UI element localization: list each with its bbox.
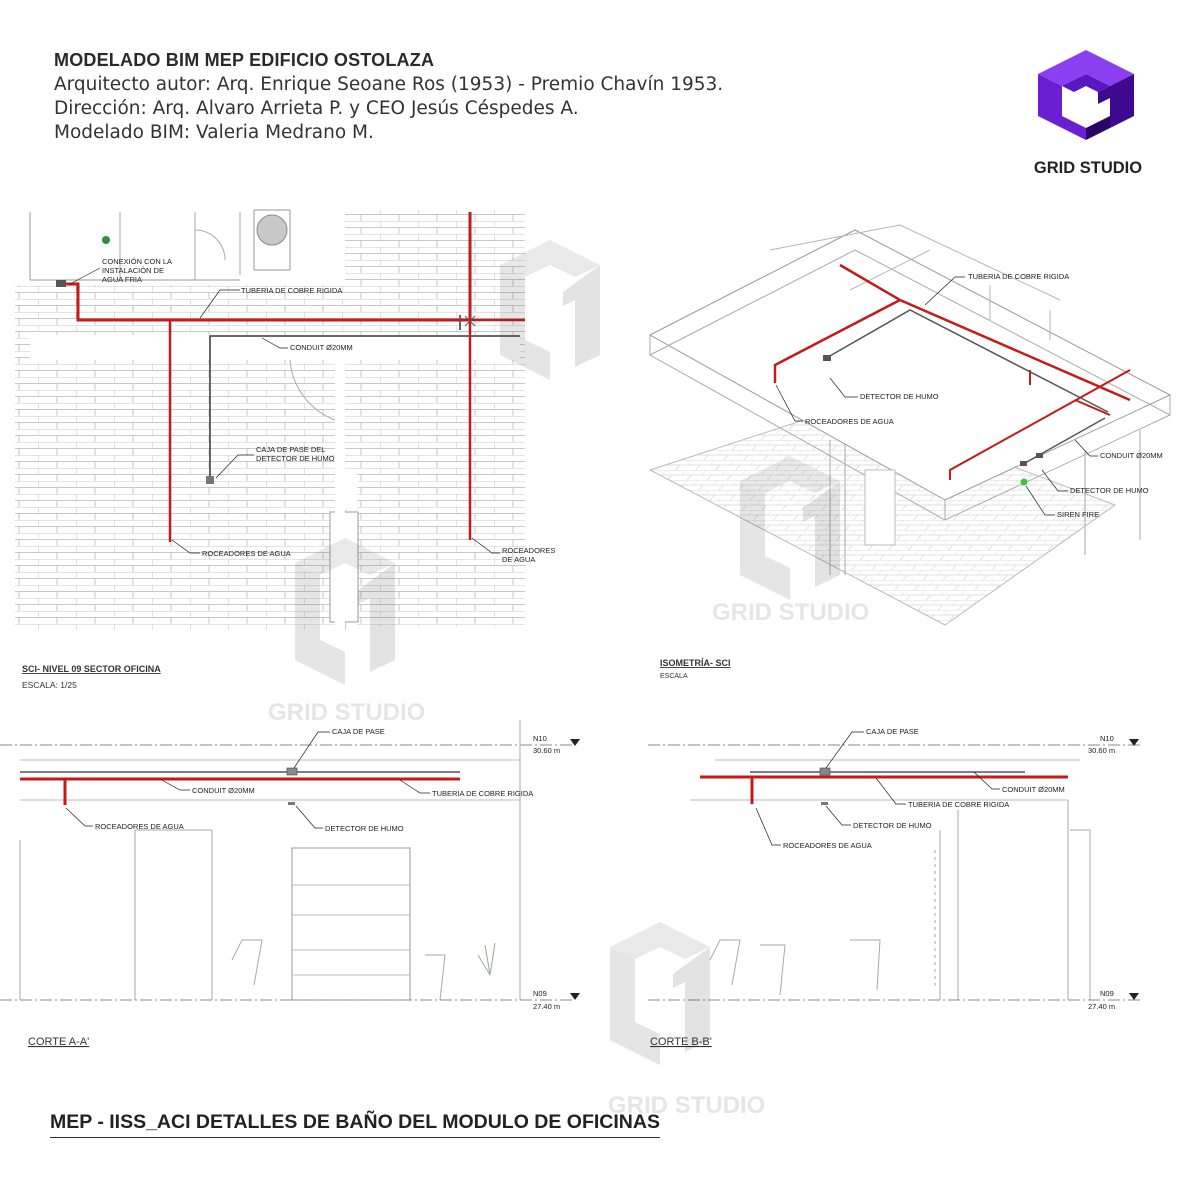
direction-line: Dirección: Arq. Alvaro Arrieta P. y CEO …	[54, 98, 579, 119]
secA-label-pipe: TUBERIA DE COBRE RIGIDA	[432, 789, 533, 798]
iso-scale: ESCALA	[660, 673, 688, 680]
secB-level-bottom-name: N09	[1100, 989, 1114, 998]
iso-label-conduit: CONDUIT Ø20MM	[1100, 451, 1163, 460]
secA-label-box: CAJA DE PASE	[332, 727, 385, 736]
watermark-text-1: GRID STUDIO	[268, 699, 425, 726]
plan-label-connection-1: CONEXIÓN CON LA	[102, 257, 172, 266]
plan-labels: CONEXIÓN CON LA INSTALACIÓN DE AGUA FRIA…	[102, 257, 555, 564]
grid-studio-cube-logo-icon	[1038, 50, 1134, 140]
secA-title: CORTE A-A'	[28, 1036, 89, 1048]
secA-level-top-elev: 30.60 m	[533, 746, 560, 755]
secB-level-top-marker-icon	[1129, 739, 1139, 746]
iso-label-pipe: TUBERIA DE COBRE RIGIDA	[968, 272, 1069, 281]
plan-view: CONEXIÓN CON LA INSTALACIÓN DE AGUA FRIA…	[15, 209, 555, 690]
author-line: Arquitecto autor: Arq. Enrique Seoane Ro…	[54, 74, 724, 95]
secA-label-sprinklers: ROCEADORES DE AGUA	[95, 822, 184, 831]
section-b: CAJA DE PASE TUBERIA DE COBRE RIGIDA CON…	[648, 727, 1140, 1048]
watermark-text-2: GRID STUDIO	[712, 599, 869, 626]
secA-level-top-name: N10	[533, 734, 547, 743]
watermark-cube-icon-4	[610, 922, 710, 1065]
section-a: CAJA DE PASE CONDUIT Ø20MM TUBERIA DE CO…	[0, 720, 580, 1048]
secB-level-top-name: N10	[1100, 734, 1114, 743]
modeler-line: Modelado BIM: Valeria Medrano M.	[54, 122, 374, 143]
secB-level-top-elev: 30.60 m	[1088, 746, 1115, 755]
plan-label-box-1: CAJA DE PASE DEL	[256, 445, 325, 454]
secB-title: CORTE B-B'	[650, 1036, 712, 1048]
iso-label-smoke-2: DETECTOR DE HUMO	[1070, 486, 1149, 495]
plan-label-connection-3: AGUA FRIA	[102, 275, 142, 284]
plan-label-pipe: TUBERIA DE COBRE RIGIDA	[241, 286, 342, 295]
plan-label-sprinklers-left: ROCEADORES DE AGUA	[202, 549, 291, 558]
footer-title: MEP - IISS_ACI DETALLES DE BAÑO DEL MODU…	[50, 1111, 660, 1138]
secB-label-conduit: CONDUIT Ø20MM	[1002, 785, 1065, 794]
iso-label-siren: SIREN FIRE	[1057, 510, 1099, 519]
secB-label-pipe: TUBERIA DE COBRE RIGIDA	[908, 800, 1009, 809]
plan-label-connection-2: INSTALACIÓN DE	[102, 266, 164, 275]
secA-level-top-marker-icon	[570, 739, 580, 746]
secB-level-bottom-elev: 27.40 m	[1088, 1002, 1115, 1011]
secA-level-bottom-name: N09	[533, 989, 547, 998]
iso-title: ISOMETRÍA- SCI	[660, 658, 731, 668]
project-title: MODELADO BIM MEP EDIFICIO OSTOLAZA	[54, 50, 435, 70]
iso-label-sprinklers: ROCEADORES DE AGUA	[805, 417, 894, 426]
watermark-text-3: GRID STUDIO	[608, 1092, 765, 1119]
secA-level-bottom-marker-icon	[570, 993, 580, 1000]
plan-label-box-2: DETECTOR DE HUMO	[256, 454, 335, 463]
iso-label-smoke-1: DETECTOR DE HUMO	[860, 392, 939, 401]
secB-label-box: CAJA DE PASE	[866, 727, 919, 736]
logo-text: GRID STUDIO	[1033, 159, 1143, 177]
plan-title: SCI- NIVEL 09 SECTOR OFICINA	[22, 664, 161, 674]
plan-scale: ESCALA: 1/25	[22, 680, 77, 690]
watermark-cube-icon-1	[295, 538, 395, 685]
watermark-cube-icon-2	[740, 456, 840, 600]
secA-label-smoke: DETECTOR DE HUMO	[325, 824, 404, 833]
project-header: MODELADO BIM MEP EDIFICIO OSTOLAZA Arqui…	[54, 50, 954, 145]
secB-label-sprinklers: ROCEADORES DE AGUA	[783, 841, 872, 850]
isometric-view: TUBERIA DE COBRE RIGIDA DETECTOR DE HUMO…	[648, 224, 1172, 680]
secA-level-bottom-elev: 27.40 m	[533, 1002, 560, 1011]
secA-label-conduit: CONDUIT Ø20MM	[192, 786, 255, 795]
secB-level-bottom-marker-icon	[1129, 993, 1139, 1000]
plan-label-sprinklers-right-2: DE AGUA	[502, 555, 535, 564]
secB-label-smoke: DETECTOR DE HUMO	[853, 821, 932, 830]
plan-label-conduit: CONDUIT Ø20MM	[290, 343, 353, 352]
watermarks: GRID STUDIO GRID STUDIO GRID STUDIO	[268, 240, 869, 1119]
plan-label-sprinklers-right-1: ROCEADORES	[502, 546, 555, 555]
watermark-cube-icon-3	[500, 240, 600, 380]
